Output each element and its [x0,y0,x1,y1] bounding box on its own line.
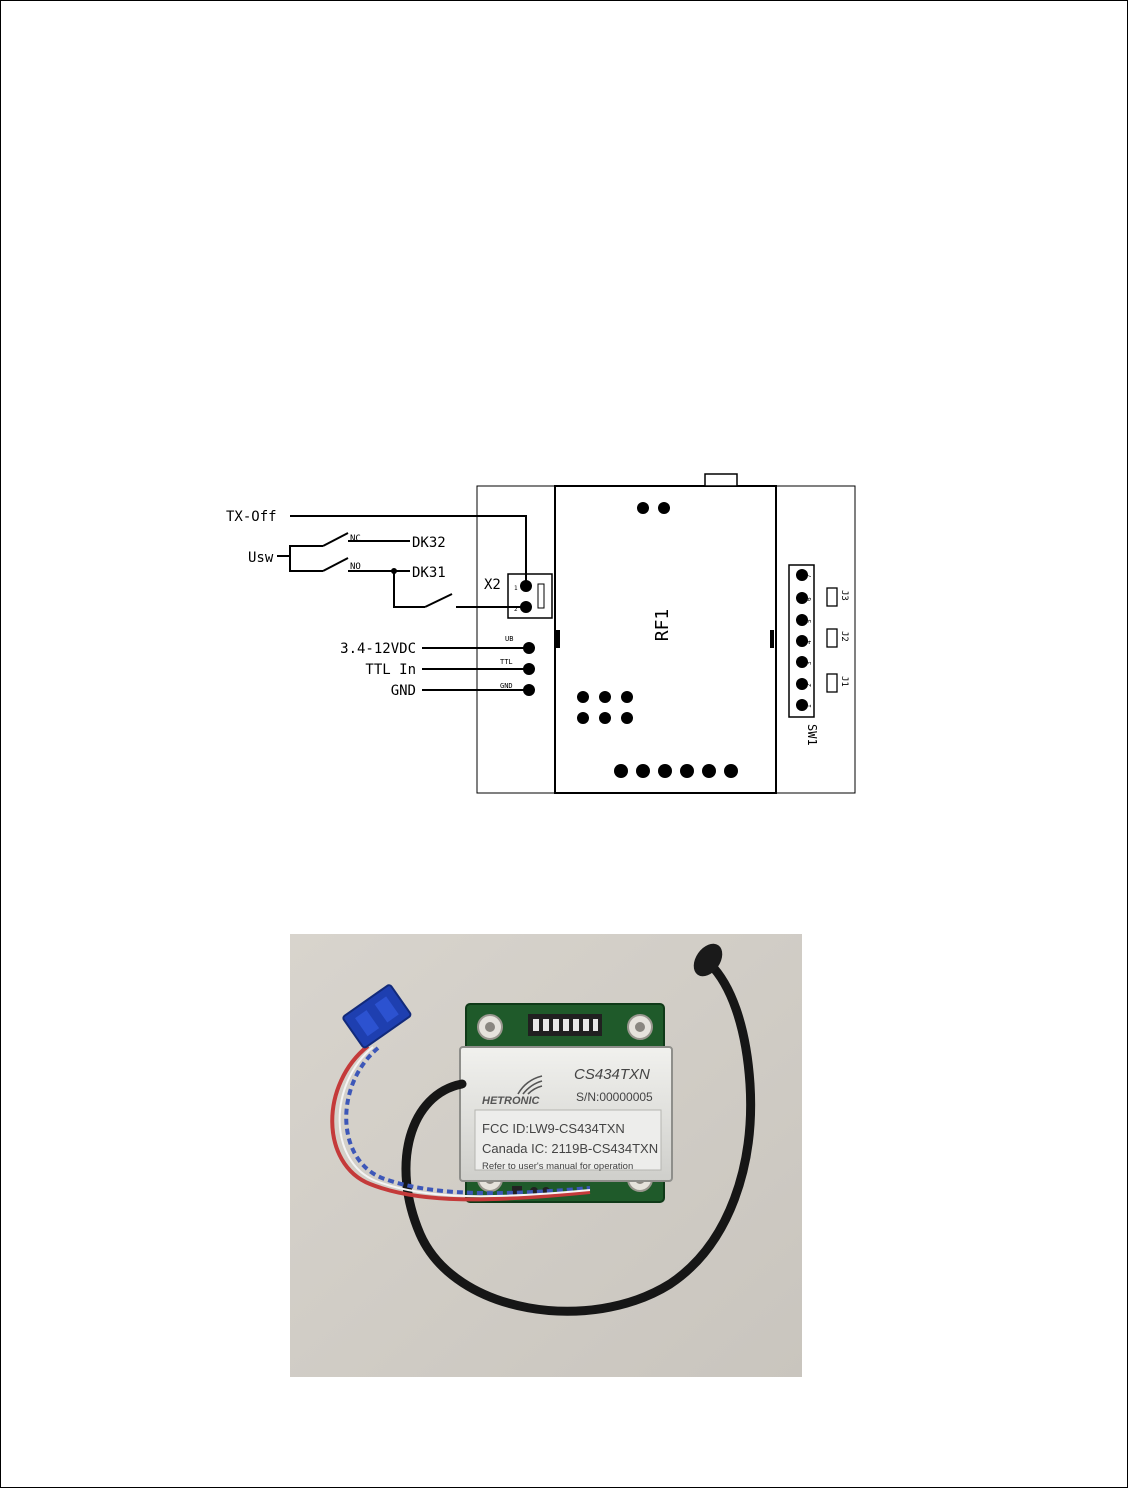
dip-pin-7: 7 [806,574,813,578]
gnd-label: GND [391,683,416,699]
jumper-j1-pad [827,674,837,692]
rf1-label: RF1 [652,609,673,642]
supply-label: 3.4-12VDC [340,641,416,657]
model-text: CS434TXN [574,1066,650,1083]
dip-pin-4: 4 [806,640,813,644]
fcc-id-text: FCC ID:LW9-CS434TXN [482,1121,625,1136]
jumper-j3-pad [827,588,837,606]
dip-pin-3: 3 [806,661,813,665]
dip-pin-5: 5 [806,619,813,623]
antenna-tab [705,474,737,486]
dk31-label: DK31 [412,565,446,581]
jumper-j2-pad [827,629,837,647]
canada-ic-text: Canada IC: 2119B-CS434TXN [482,1141,658,1156]
jumper-j1-label: J1 [839,676,849,687]
x2-label: X2 [484,577,501,593]
shield-tab-left [556,630,560,648]
dip-pin-1: 1 [806,704,813,708]
nc-label: NC [350,534,361,544]
ttl-in-label: TTL In [365,662,416,678]
serial-text: S/N:00000005 [576,1090,653,1104]
dip-pin-2: 2 [806,683,813,687]
wiring-schematic: RF1 1 2 3 4 5 6 7 SW1 J3 J2 J1 1 2 X2 UB… [222,472,862,800]
refer-note-text: Refer to user's manual for operation [482,1161,633,1172]
x2-pin1-label: 1 [514,585,518,592]
shield-tab-right [770,630,774,648]
jumper-j2-label: J2 [839,631,849,642]
pad-ub-label: UB [505,635,513,643]
sw1-label: SW1 [805,724,819,746]
usw-label: Usw [248,550,274,566]
pad-gnd-label: GND [500,682,513,690]
dk31-junction [391,568,397,574]
x2-latch [538,584,544,608]
pad-ttl-label: TTL [500,658,513,666]
tx-off-label: TX-Off [226,509,277,525]
dk32-label: DK32 [412,535,446,551]
jumper-j3-label: J3 [839,590,849,601]
dip-pin-6: 6 [806,597,813,601]
no-label: NO [350,562,361,572]
brand-text: HETRONIC [482,1095,541,1107]
module-photo: HETRONIC CS434TXN S/N:00000005 FCC ID:LW… [290,934,802,1377]
